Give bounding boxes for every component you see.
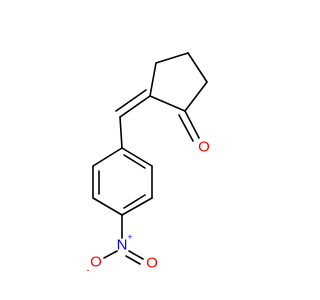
aromatic-bond (121, 197, 153, 216)
nitro-single-bond (103, 250, 118, 259)
exocyclic-double-bond (119, 95, 151, 118)
ring-bond (149, 62, 157, 97)
atom-labels: O N + O - O (87, 139, 210, 276)
nitro-oxygen-right: O (146, 255, 158, 272)
nitro-nitrogen: N + (117, 232, 133, 254)
aromatic-bond (92, 197, 123, 216)
ring-bond (149, 95, 186, 112)
carbonyl-double-bond (178, 114, 194, 142)
nitro-double-bond (128, 250, 144, 260)
ring-bond (155, 52, 189, 64)
nitro-oxygen-right-symbol: O (146, 255, 158, 272)
exocyclic-double-bond (115, 89, 147, 112)
ring-bond (187, 52, 208, 83)
structure-canvas: O N + O - O (87, 52, 210, 276)
nitro-nitrogen-symbol: N (117, 237, 128, 254)
aromatic-inner-bond (123, 154, 146, 169)
nitro-double-bond (125, 255, 141, 265)
nitro-nitrogen-charge: + (127, 232, 132, 242)
carbonyl-oxygen: O (198, 139, 210, 156)
nitro-oxygen-left-charge: - (87, 265, 90, 275)
aromatic-bond (92, 147, 123, 167)
aromatic-bond (121, 147, 153, 167)
benzylic-bond (119, 116, 123, 149)
nitro-oxygen-left: O - (87, 254, 102, 276)
carbonyl-oxygen-symbol: O (198, 139, 210, 156)
ring-bond (184, 81, 208, 112)
bonds (92, 52, 208, 265)
aromatic-inner-bond (123, 194, 146, 209)
nitro-oxygen-left-symbol: O (90, 254, 102, 271)
carbonyl-double-bond (184, 110, 200, 139)
